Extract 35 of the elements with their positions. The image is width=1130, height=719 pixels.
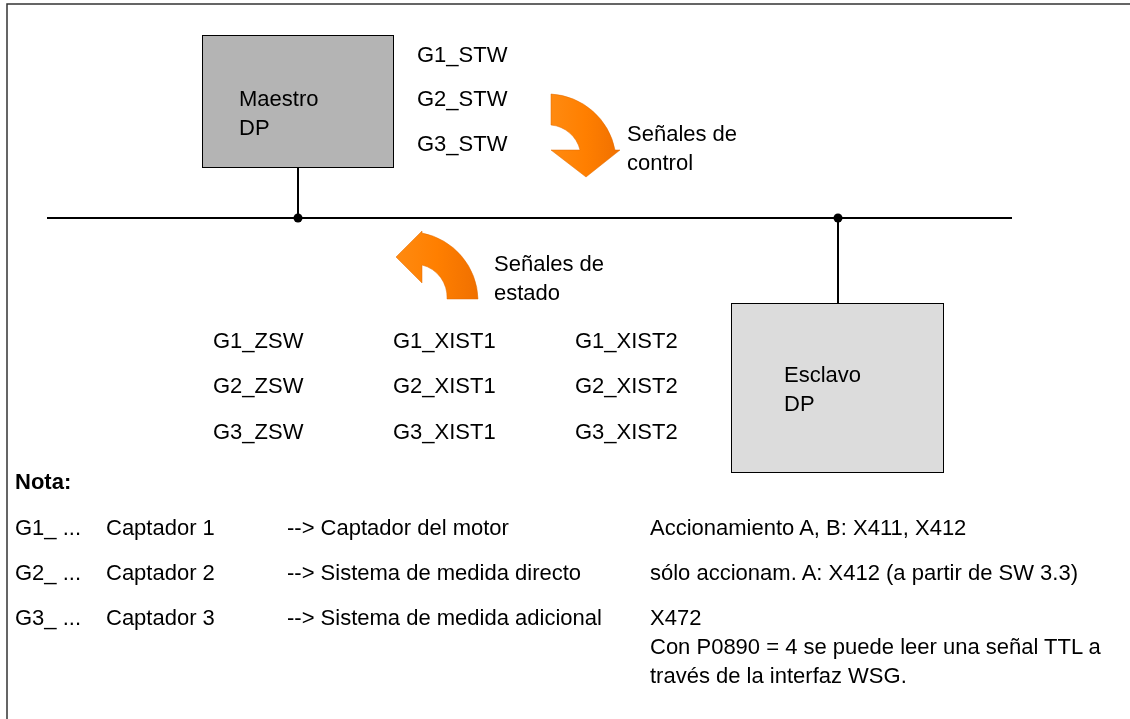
signal-name: G3_STW: [417, 131, 508, 157]
bus-line: [47, 217, 1012, 219]
connection-line: [833, 213, 843, 304]
note-heading: Nota:: [15, 469, 72, 495]
signal-name: G2_XIST1: [393, 373, 496, 399]
signal-name: G1_XIST1: [393, 328, 496, 354]
signal-name: G2_XIST2: [575, 373, 678, 399]
signal-caption: Señales de estado: [494, 250, 606, 307]
note-text: Con P0890 = 4 se puede leer una señal TTL a través de la interfaz WSG.: [650, 633, 1102, 690]
note-text: G1_ ...: [15, 515, 82, 541]
signal-name: G1_STW: [417, 42, 508, 68]
note-text: Captador 3: [106, 605, 215, 631]
signal-name: G2_STW: [417, 86, 508, 112]
connection-line: [293, 167, 303, 223]
signal-name: G2_ZSW: [213, 373, 304, 399]
note-text: G3_ ...: [15, 605, 82, 631]
note-text: --> Sistema de medida directo: [287, 560, 582, 586]
note-text: --> Captador del motor: [287, 515, 509, 541]
signal-name: G3_ZSW: [213, 419, 304, 445]
signal-name: G1_XIST2: [575, 328, 678, 354]
note-text: G2_ ...: [15, 560, 82, 586]
note-text: Captador 1: [106, 515, 215, 541]
note-text: sólo accionam. A: X412 (a partir de SW 3.3): [650, 560, 1078, 586]
device-box: [731, 303, 944, 473]
device-box: [202, 35, 394, 168]
signal-caption: Señales de control: [627, 120, 739, 177]
device-name: Esclavo DP: [784, 361, 863, 418]
signal-name: G1_ZSW: [213, 328, 304, 354]
signal-name: G3_XIST1: [393, 419, 496, 445]
device-name: Maestro DP: [239, 85, 320, 142]
note-text: --> Sistema de medida adicional: [287, 605, 602, 631]
note-text: Captador 2: [106, 560, 215, 586]
note-text: X472: [650, 605, 702, 631]
note-text: Accionamiento A, B: X411, X412: [650, 515, 967, 541]
signal-name: G3_XIST2: [575, 419, 678, 445]
